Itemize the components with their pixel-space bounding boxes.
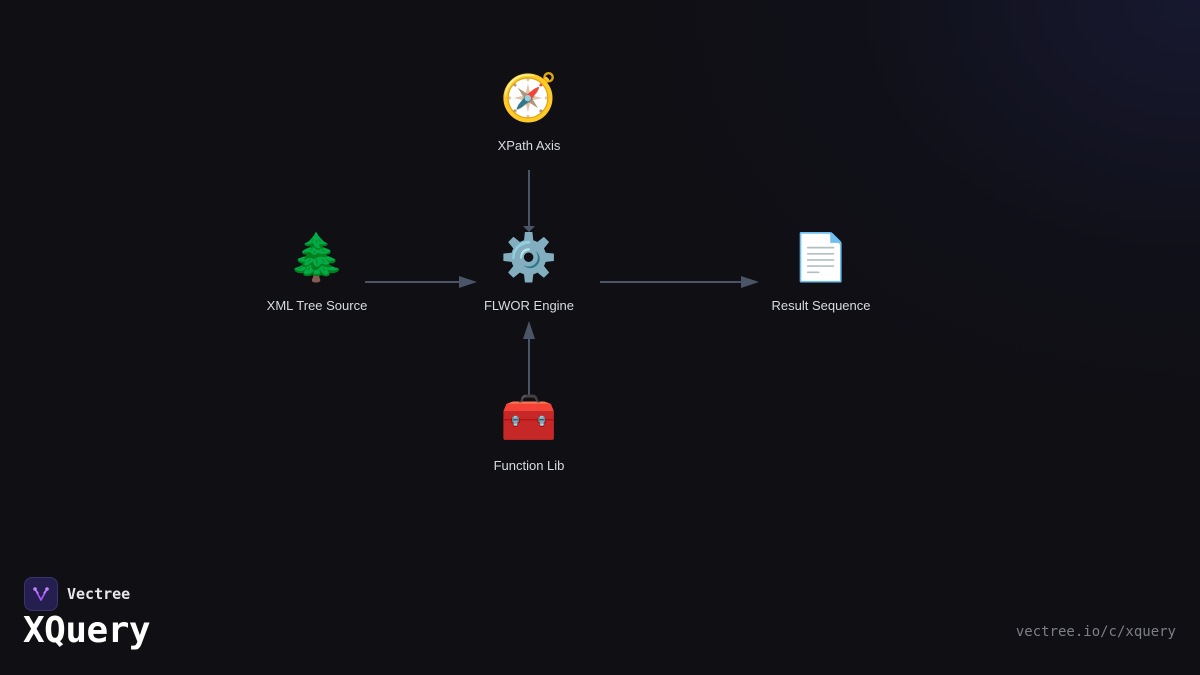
node-label: Result Sequence: [771, 298, 871, 313]
node-result-sequence[interactable]: 📄 Result Sequence: [751, 228, 891, 313]
compass-icon: 🧭: [500, 70, 558, 124]
arrowhead-xpath-to-flwor: [523, 226, 535, 232]
evergreen-tree-icon: 🌲: [288, 230, 346, 284]
footer-url[interactable]: vectree.io/c/xquery: [1015, 624, 1176, 640]
node-xml-tree-source[interactable]: 🌲 XML Tree Source: [247, 228, 387, 313]
node-function-lib[interactable]: 🧰 Function Lib: [459, 388, 599, 473]
node-label: XML Tree Source: [266, 298, 368, 313]
brand: Vectree: [24, 577, 130, 611]
node-label: Function Lib: [493, 458, 565, 473]
brand-name: Vectree: [67, 585, 131, 603]
node-flwor-engine[interactable]: ⚙️ FLWOR Engine: [459, 228, 599, 313]
node-xpath-axis[interactable]: 🧭 XPath Axis: [459, 68, 599, 153]
node-label: FLWOR Engine: [483, 298, 575, 313]
arrowhead-xml-to-flwor: [459, 276, 477, 288]
gear-icon: ⚙️: [500, 230, 558, 284]
arrowhead-flwor-to-result: [741, 276, 759, 288]
vectree-logo-icon: [24, 577, 58, 611]
document-icon: 📄: [792, 230, 850, 284]
page-title: XQuery: [23, 610, 151, 651]
arrowhead-funclib-to-flwor: [523, 321, 535, 339]
toolbox-icon: 🧰: [500, 390, 558, 444]
node-label: XPath Axis: [497, 138, 561, 153]
